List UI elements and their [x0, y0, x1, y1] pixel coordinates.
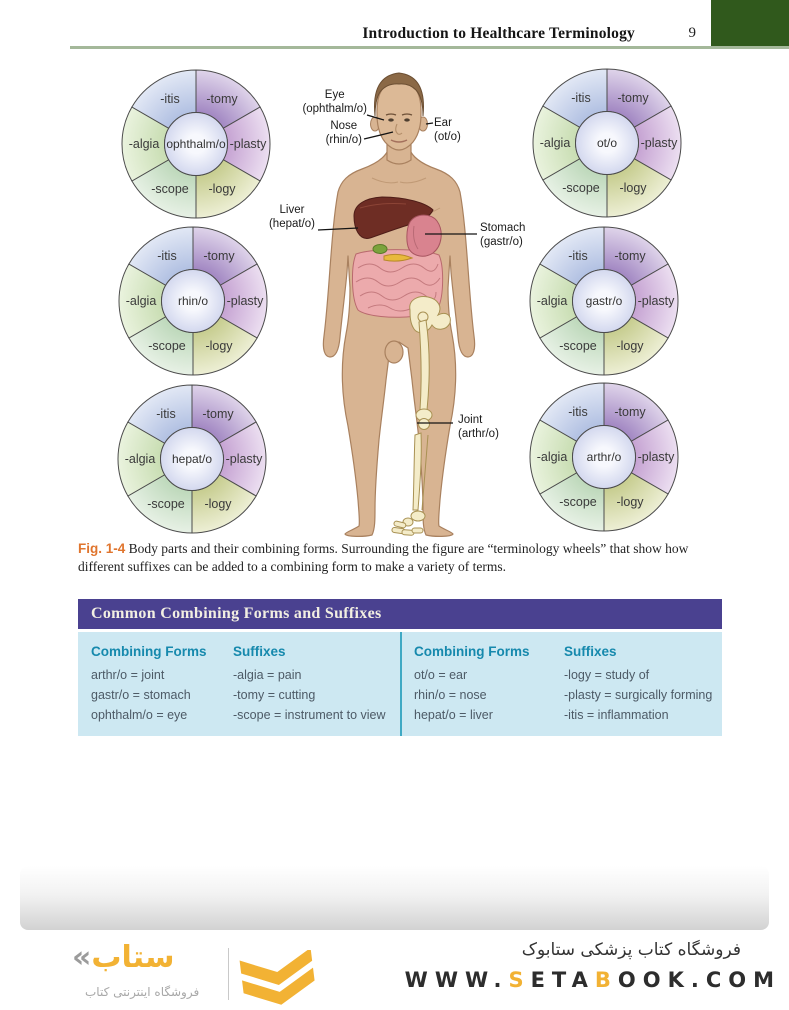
table-cell: -scope = instrument to view — [233, 708, 386, 722]
svg-text:arthr/o: arthr/o — [587, 450, 622, 464]
svg-text:gastr/o: gastr/o — [586, 294, 623, 308]
table-cell: gastr/o = stomach — [91, 688, 191, 702]
svg-text:-algia: -algia — [125, 452, 156, 466]
svg-text:-plasty: -plasty — [641, 136, 679, 150]
table-cell: ot/o = ear — [414, 668, 468, 682]
website-accent-letter: B — [594, 968, 618, 992]
svg-text:-logy: -logy — [205, 339, 233, 353]
table-cell: -tomy = cutting — [233, 688, 316, 702]
terminology-wheel-arthro: -tomy -plasty -logy -scope -algia -itis arthr/… — [528, 381, 680, 533]
column-header: Combining Forms — [414, 644, 530, 659]
table-title: Common Combining Forms and Suffixes — [78, 599, 722, 629]
header-rule — [70, 46, 789, 49]
svg-text:-scope: -scope — [562, 181, 600, 195]
svg-text:-tomy: -tomy — [206, 92, 238, 106]
stomach-label: Stomach (gastr/o) — [480, 222, 526, 249]
svg-text:-itis: -itis — [156, 407, 175, 421]
column-header: Suffixes — [564, 644, 617, 659]
table-cell: ophthalm/o = eye — [91, 708, 188, 722]
svg-text:-scope: -scope — [151, 182, 189, 196]
svg-text:-tomy: -tomy — [614, 249, 646, 263]
svg-text:-plasty: -plasty — [227, 294, 265, 308]
table-cell: rhin/o = nose — [414, 688, 487, 702]
table-cell: -plasty = surgically forming — [564, 688, 713, 702]
terminology-wheel-oto: -tomy -plasty -logy -scope -algia -itis ot/o — [531, 67, 683, 219]
logo-word-text: ستاب — [91, 940, 175, 975]
table-cell: -logy = study of — [564, 668, 650, 682]
svg-text:-tomy: -tomy — [202, 407, 234, 421]
liver-label: Liver (hepat/o) — [268, 204, 315, 231]
table-cell: -itis = inflammation — [564, 708, 669, 722]
combining-forms-table: Common Combining Forms and Suffixes Comb… — [78, 599, 722, 736]
terminology-wheel-rhino: -tomy -plasty -logy -scope -algia -itis rhin/o — [117, 225, 269, 377]
table-cell: arthr/o = joint — [91, 668, 165, 682]
figure-caption-text: Body parts and their combining forms. Su… — [78, 541, 689, 575]
svg-text:ot/o: ot/o — [597, 136, 617, 150]
svg-text:-logy: -logy — [208, 182, 236, 196]
table-left-half: Combining Forms Suffixes arthr/o = joint… — [78, 632, 400, 736]
logo-guillemet-mark: « — [72, 940, 92, 975]
svg-text:-algia: -algia — [540, 136, 571, 150]
svg-text:-scope: -scope — [148, 339, 186, 353]
website-letter-group: OOK.COM — [617, 968, 781, 992]
page-number: 9 — [688, 25, 697, 41]
setabook-chevron-icon — [238, 947, 318, 1010]
svg-text:-plasty: -plasty — [230, 137, 268, 151]
svg-text:ophthalm/o: ophthalm/o — [166, 137, 226, 151]
svg-text:-scope: -scope — [147, 497, 185, 511]
svg-text:-algia: -algia — [537, 450, 568, 464]
footer-tagline: فروشگاه کتاب پزشکی ستابوک — [521, 940, 741, 960]
human-anatomy-illustration — [280, 58, 520, 538]
svg-text:-plasty: -plasty — [638, 294, 676, 308]
column-header: Combining Forms — [91, 644, 207, 659]
svg-text:-algia: -algia — [126, 294, 157, 308]
footer-right-block: فروشگاه کتاب پزشکی ستابوک WWW.SETABOOK.C… — [396, 938, 781, 992]
svg-text:-itis: -itis — [157, 249, 176, 263]
svg-text:-itis: -itis — [160, 92, 179, 106]
setabook-wordmark: «ستاب — [72, 940, 175, 975]
chapter-color-tab — [711, 0, 789, 46]
svg-text:-plasty: -plasty — [226, 452, 264, 466]
svg-text:-plasty: -plasty — [638, 450, 676, 464]
column-header: Suffixes — [233, 644, 286, 659]
website-letter-group: ETA — [530, 968, 595, 992]
svg-text:-tomy: -tomy — [614, 405, 646, 419]
page-title: Introduction to Healthcare Terminology — [362, 25, 635, 42]
table-right-half: Combining Forms Suffixes ot/o = ear -logy… — [400, 632, 722, 736]
svg-text:-tomy: -tomy — [617, 91, 649, 105]
logo-subtitle: فروشگاه اینترنتی کتاب — [85, 985, 200, 999]
website-accent-letter: S — [508, 968, 531, 992]
figure-caption: Fig. 1-4 Body parts and their combining … — [78, 540, 730, 576]
terminology-wheel-ophthalmo: -tomy -plasty -logy -scope -algia -itis ophtha… — [120, 68, 272, 220]
svg-text:hepat/o: hepat/o — [172, 452, 212, 466]
svg-text:-logy: -logy — [204, 497, 232, 511]
ear-label: Ear (ot/o) — [434, 117, 461, 144]
svg-text:-tomy: -tomy — [203, 249, 235, 263]
table-body: Combining Forms Suffixes arthr/o = joint… — [78, 632, 722, 736]
svg-text:-itis: -itis — [568, 249, 587, 263]
svg-text:-itis: -itis — [571, 91, 590, 105]
svg-text:-scope: -scope — [559, 495, 597, 509]
terminology-wheel-hepato: -tomy -plasty -logy -scope -algia -itis hepat/… — [116, 383, 268, 535]
nose-label: Nose (rhin/o) — [325, 120, 362, 147]
logo-divider — [228, 948, 229, 1000]
footer-shadow-band — [20, 866, 769, 930]
setabook-logo: «ستاب فروشگاه اینترنتی کتاب — [60, 938, 330, 1008]
svg-text:-algia: -algia — [129, 137, 160, 151]
svg-text:-logy: -logy — [616, 495, 644, 509]
svg-text:-itis: -itis — [568, 405, 587, 419]
eye-label: Eye (ophthalm/o) — [302, 89, 367, 116]
table-cell: -algia = pain — [233, 668, 302, 682]
joint-label: Joint (arthr/o) — [458, 414, 499, 441]
svg-text:-logy: -logy — [616, 339, 644, 353]
figure-number: Fig. 1-4 — [78, 541, 126, 556]
svg-text:-scope: -scope — [559, 339, 597, 353]
website-letter-group: WWW. — [404, 968, 509, 992]
svg-text:rhin/o: rhin/o — [178, 294, 208, 308]
svg-text:-algia: -algia — [537, 294, 568, 308]
table-cell: hepat/o = liver — [414, 708, 493, 722]
terminology-wheel-gastro: -tomy -plasty -logy -scope -algia -itis gastr/… — [528, 225, 680, 377]
svg-text:-logy: -logy — [619, 181, 647, 195]
website-text: WWW.SETABOOK.COM — [396, 968, 781, 992]
